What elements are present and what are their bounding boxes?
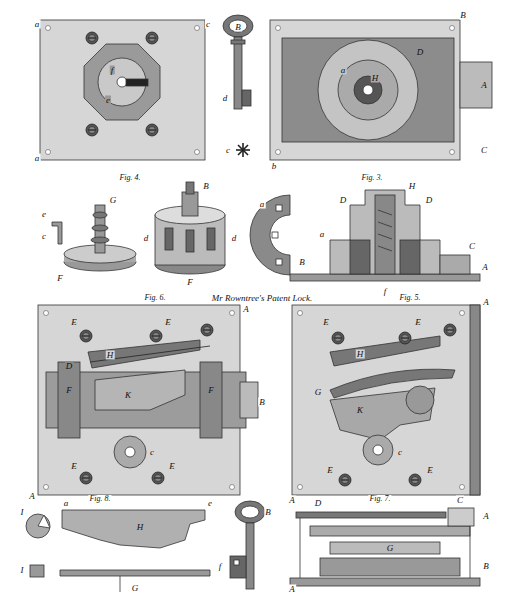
callout-letter: D xyxy=(339,196,348,205)
callout-letter: I xyxy=(20,508,25,517)
callout-letter: b xyxy=(271,162,278,171)
callout-letter: A xyxy=(242,305,250,314)
callout-letter: d xyxy=(231,234,238,243)
figure-label: Fig. 8. xyxy=(88,495,111,503)
callout-letter: B xyxy=(258,398,266,407)
callout-letter: A xyxy=(482,512,490,521)
plate-caption: Mr Rowntree's Patent Lock. xyxy=(211,294,314,303)
callout-letter: D xyxy=(65,362,74,371)
callout-letter: E xyxy=(168,462,176,471)
callout-letter: C xyxy=(480,146,488,155)
callout-letter: A xyxy=(482,298,490,307)
callout-letter: A xyxy=(288,496,296,505)
callout-letter: E xyxy=(70,318,78,327)
callout-letter: E xyxy=(322,318,330,327)
callout-letter: K xyxy=(124,391,132,400)
callout-letter: B xyxy=(264,508,272,517)
callout-letter: f xyxy=(383,287,388,296)
callout-letter: E xyxy=(70,462,78,471)
callout-letter: E xyxy=(326,466,334,475)
callout-letter: D xyxy=(416,48,425,57)
callout-letter: B xyxy=(459,11,467,20)
callout-letter: a xyxy=(34,20,41,29)
callout-letter: c xyxy=(41,232,47,241)
callout-letter: B xyxy=(234,23,242,32)
callout-letter: B xyxy=(298,258,306,267)
callout-letter: f xyxy=(218,562,223,571)
callout-letter: c xyxy=(149,448,155,457)
callout-letter: H xyxy=(408,182,417,191)
callout-letter: G xyxy=(131,584,140,593)
callout-letter: F xyxy=(186,278,194,287)
callout-letter: A xyxy=(288,584,296,593)
callout-letter: F xyxy=(56,274,64,283)
callout-letter: e xyxy=(105,96,111,105)
callout-letter: c xyxy=(397,448,403,457)
callout-letter: K xyxy=(356,406,364,415)
callout-letter: d xyxy=(143,234,150,243)
callout-letter: E xyxy=(414,318,422,327)
callout-letter: c xyxy=(205,20,211,29)
callout-letter: A xyxy=(28,492,36,501)
figure-label: Fig. 7. xyxy=(368,495,391,503)
callout-letter: f xyxy=(110,66,115,75)
callout-letter: H xyxy=(371,74,380,83)
callout-letter: a xyxy=(34,154,41,163)
callout-letter: B xyxy=(202,182,210,191)
callout-letter: G xyxy=(386,544,395,553)
callout-letter: c xyxy=(225,146,231,155)
callout-letter: a xyxy=(340,66,347,75)
callout-letter: e xyxy=(207,499,213,508)
callout-letter: I xyxy=(20,566,25,575)
callout-letter: e xyxy=(41,210,47,219)
callout-letter: C xyxy=(468,242,476,251)
callout-letter: B xyxy=(482,562,490,571)
callout-letter: G xyxy=(109,196,118,205)
callout-letter: H xyxy=(136,523,145,532)
callout-letter: C xyxy=(456,496,464,505)
figure-label: Fig. 3. xyxy=(360,174,383,182)
callout-letter: A xyxy=(481,263,489,272)
figure-label: Fig. 4. xyxy=(118,174,141,182)
callout-letter: F xyxy=(65,386,73,395)
callout-letter: H xyxy=(356,350,365,359)
figure-label: Fig. 5. xyxy=(398,294,421,302)
callout-letter: H xyxy=(106,351,115,360)
callout-letter: A xyxy=(480,81,488,90)
callout-letter: D xyxy=(425,196,434,205)
callout-letter: a xyxy=(319,230,326,239)
callout-letter: F xyxy=(207,386,215,395)
callout-letter: d xyxy=(222,94,229,103)
callout-letter: a xyxy=(259,200,266,209)
callout-letter: G xyxy=(314,388,323,397)
callout-letter: E xyxy=(164,318,172,327)
callout-letter: D xyxy=(314,499,323,508)
callout-letter: a xyxy=(63,499,70,508)
figure-label: Fig. 6. xyxy=(143,294,166,302)
callout-letter: E xyxy=(426,466,434,475)
